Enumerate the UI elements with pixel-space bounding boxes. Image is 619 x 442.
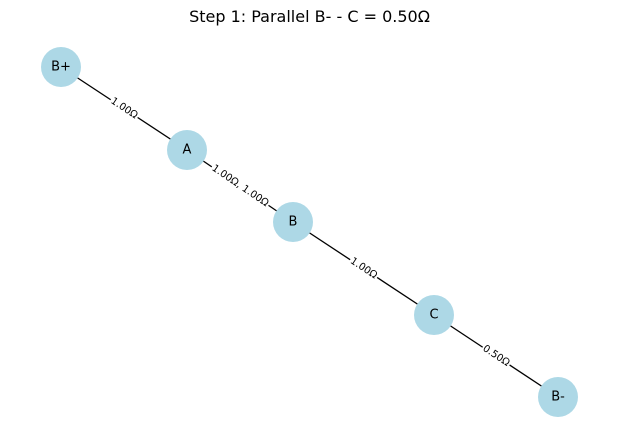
node-label: B+ [51,60,71,75]
node-a: A [167,130,207,170]
edge-label: 0.50Ω [480,343,511,369]
edge-label: 1.00Ω [348,256,379,282]
edge-labels-layer: 1.00Ω 1.00Ω, 1.00Ω 1.00Ω 0.50Ω [107,95,513,370]
node-label: B [289,215,298,230]
node-circle [41,47,81,87]
node-circle [273,202,313,242]
edge-label-group-bplus-a: 1.00Ω [107,95,141,123]
node-label: C [429,308,438,323]
node-bminus: B- [538,377,578,417]
node-circle [167,130,207,170]
edge-label-background [107,95,141,123]
node-bplus: B+ [41,47,81,87]
edge-label: 1.00Ω, 1.00Ω [210,163,271,209]
node-label: B- [551,390,565,405]
diagram-title: Step 1: Parallel B- - C = 0.50Ω [189,7,430,26]
edge-label-background [208,162,272,210]
node-circle [538,377,578,417]
edge-label-group-a-b: 1.00Ω, 1.00Ω [208,162,272,210]
node-c: C [414,295,454,335]
node-circle [414,295,454,335]
edge-label-background [479,342,513,370]
edge-label-group-c-bminus: 0.50Ω [479,342,513,370]
node-label: A [183,143,192,158]
nodes-layer: B+ A B C B- [41,47,578,417]
node-b: B [273,202,313,242]
edge-label: 1.00Ω [108,96,139,122]
edge-label-background [347,255,381,283]
edge-label-group-b-c: 1.00Ω [347,255,381,283]
